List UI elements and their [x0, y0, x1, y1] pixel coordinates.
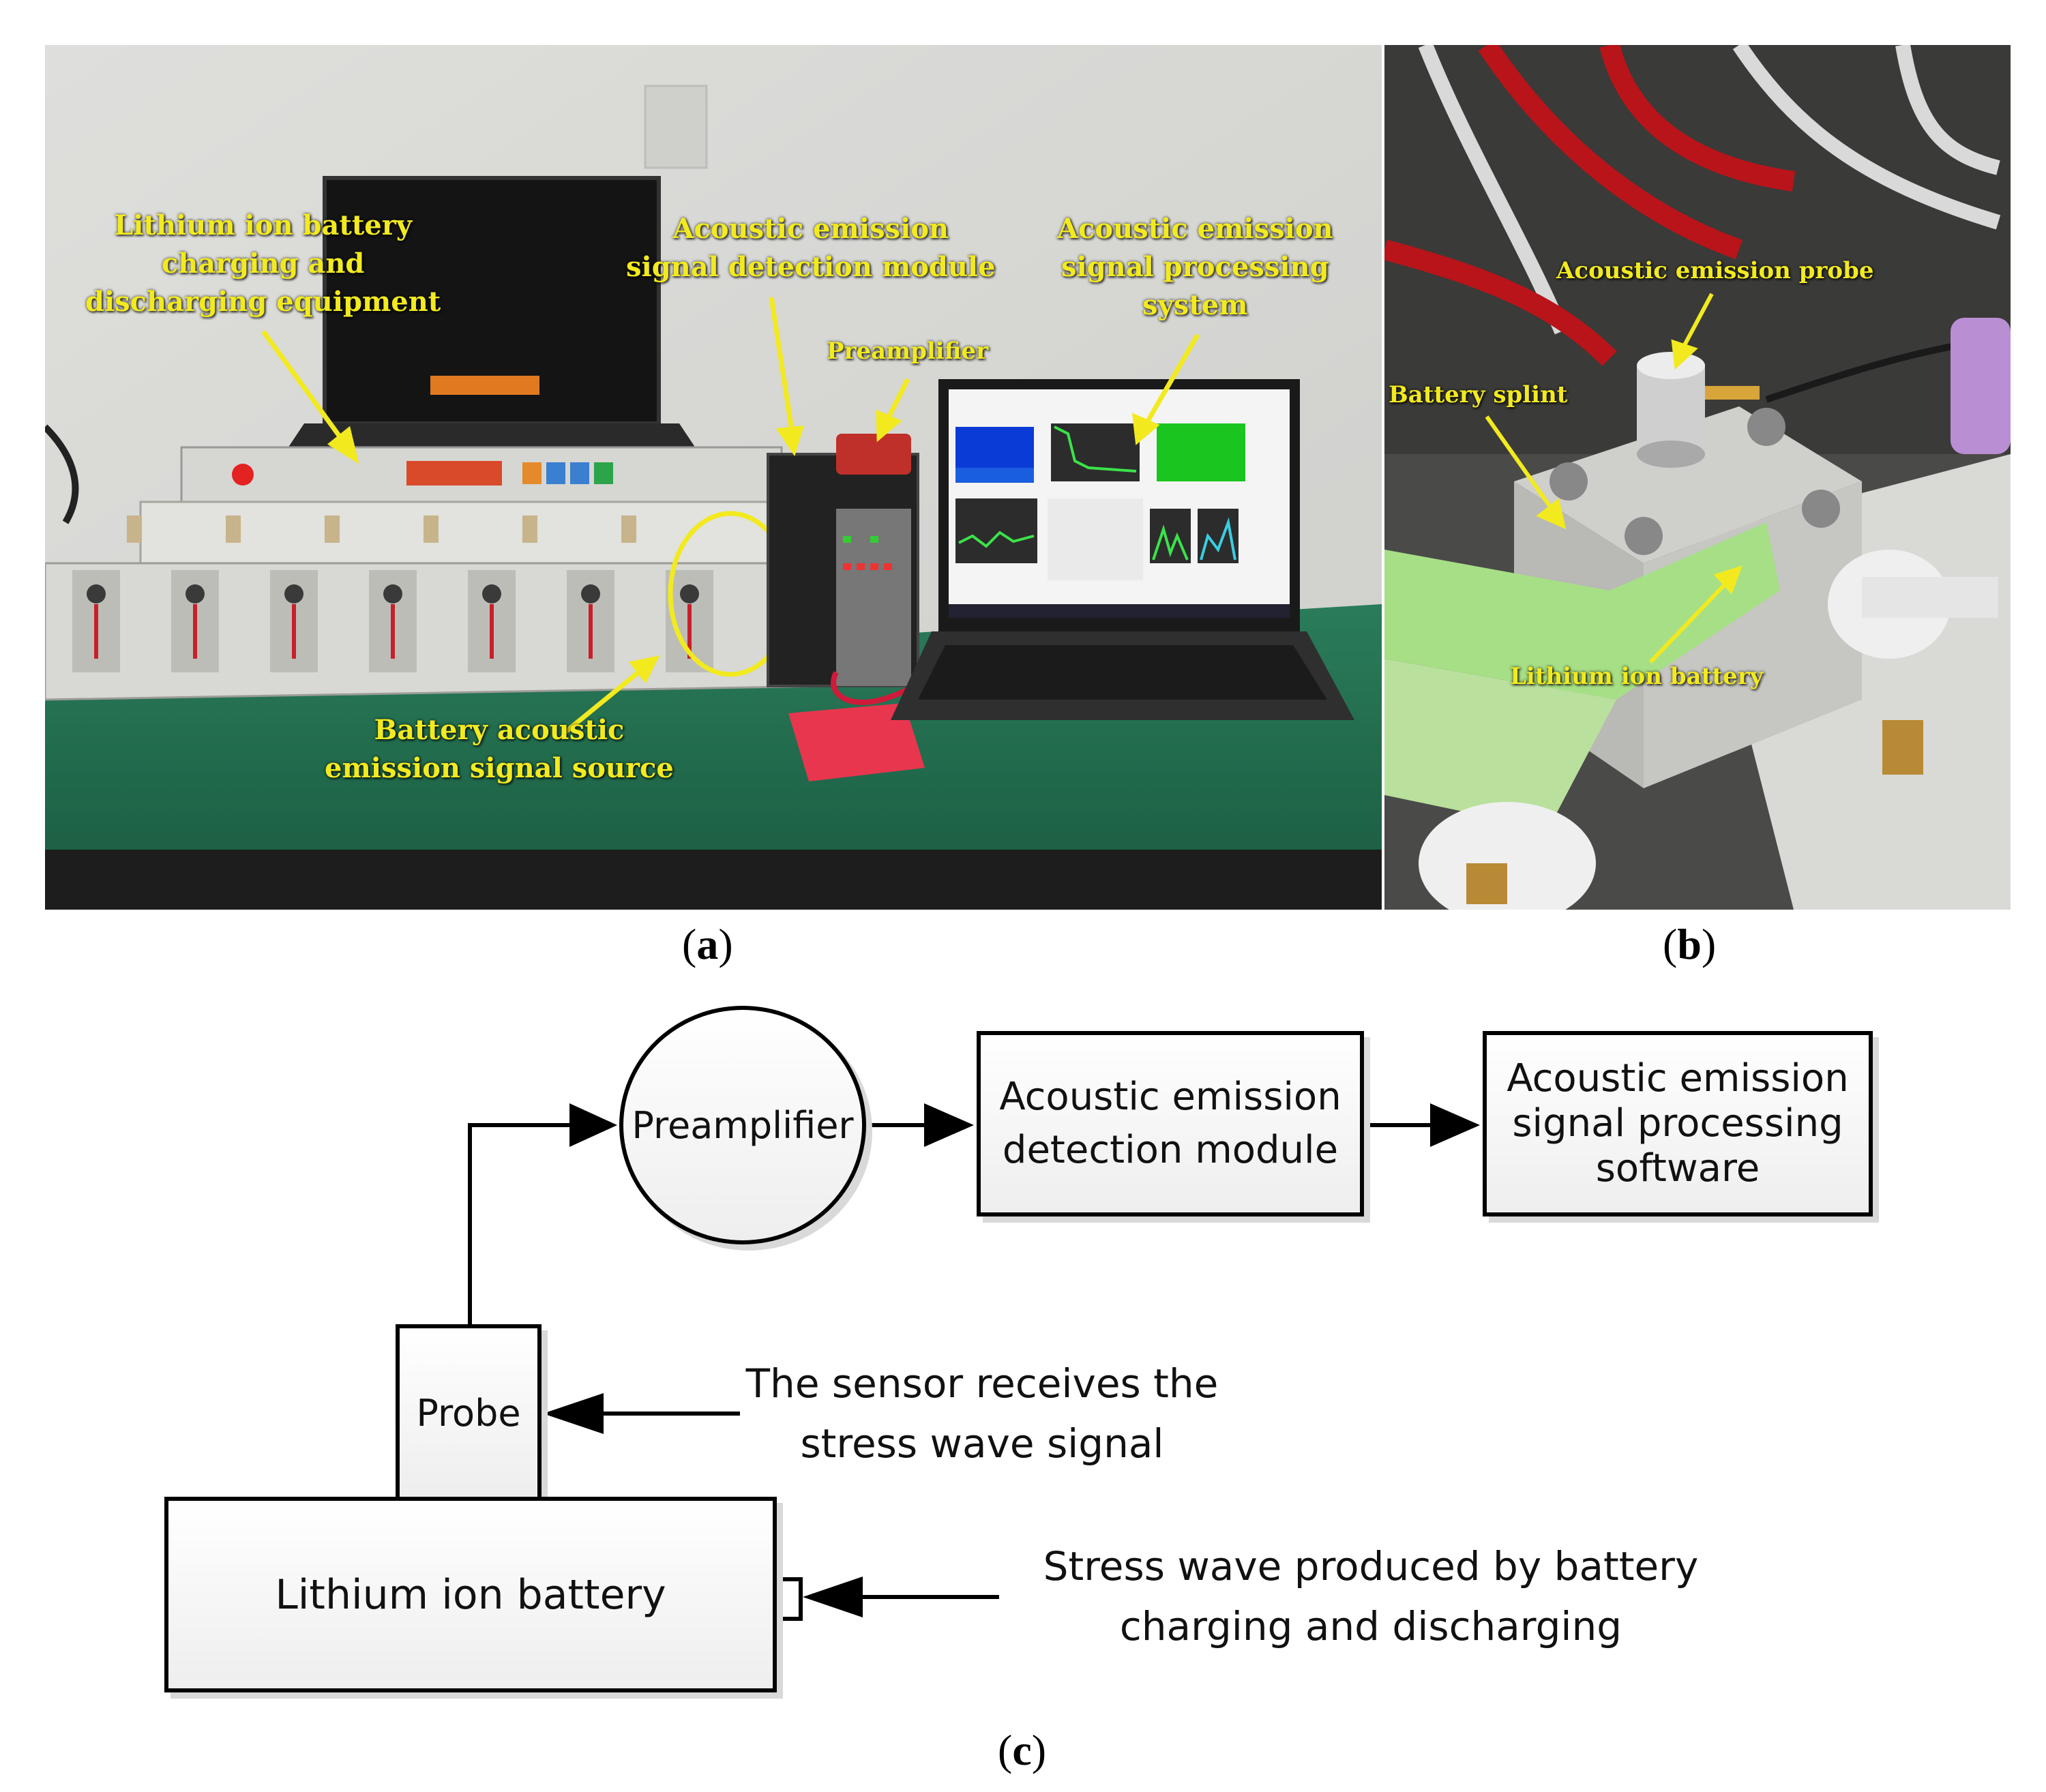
label-preamplifier: Preamplifier: [827, 338, 988, 365]
splint-top: [1514, 406, 1862, 563]
node-detection-module: Acoustic emission detection module: [977, 1031, 1364, 1216]
arrow-to-battery: [803, 1577, 863, 1617]
node-preamplifier: Preamplifier: [619, 1006, 866, 1244]
arrow-to-software: [1430, 1103, 1480, 1147]
panel-b-arrows: [1485, 293, 1743, 664]
label-probe: Acoustic emission probe: [1556, 257, 1874, 284]
red-case: [788, 703, 925, 781]
note-sensor-receives: The sensor receives the stress wave sign…: [745, 1360, 1219, 1467]
arrow-to-probe: [543, 1393, 604, 1434]
photo-probe-closeup: [1384, 45, 2011, 910]
caption-a: (a): [682, 920, 733, 968]
label-battery: Lithium ion battery: [1510, 663, 1764, 690]
battery-cell: [1384, 522, 1780, 700]
arrow-to-detection: [924, 1103, 974, 1147]
probe-device: [1637, 352, 1760, 468]
preamplifier-device: [836, 434, 911, 475]
note-stress-wave: Stress wave produced by battery charging…: [1043, 1543, 1699, 1649]
processing-laptop: [891, 379, 1354, 720]
photo-lab-setup: [45, 45, 1382, 910]
node-probe: Probe: [396, 1324, 542, 1502]
caption-c: (c): [998, 1726, 1047, 1774]
node-battery: Lithium ion battery: [164, 1497, 777, 1692]
caption-b: (b): [1663, 920, 1717, 968]
label-signal-source: Battery acoustic emission signal source: [325, 714, 674, 784]
label-charger: Lithium ion battery charging and dischar…: [85, 209, 441, 318]
detection-module-device: [767, 453, 919, 687]
panel-a-arrows: [261, 297, 1200, 736]
node-processing-software: Acoustic emission signal processing soft…: [1483, 1031, 1873, 1216]
arrow-to-preamplifier: [569, 1103, 617, 1147]
label-splint: Battery splint: [1389, 381, 1568, 408]
label-processing-system: Acoustic emission signal processing syst…: [1057, 213, 1333, 321]
label-detection-module: Acoustic emission signal detection modul…: [626, 213, 996, 283]
